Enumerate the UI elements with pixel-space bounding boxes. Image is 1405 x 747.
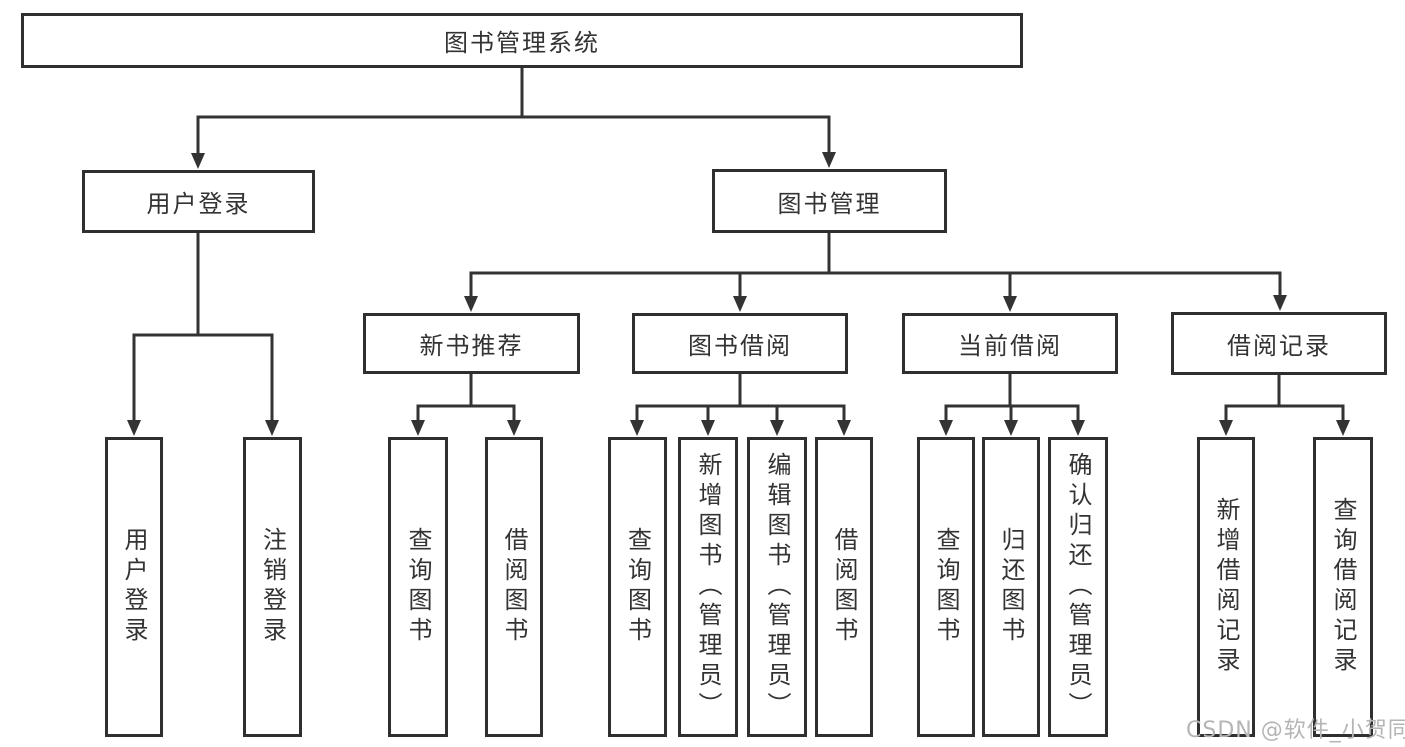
node-label: 借阅图书: [830, 527, 858, 647]
arrowhead-icon: [265, 420, 279, 436]
node-book-borrowing: 图书借阅: [632, 313, 848, 374]
node-label: 图书借阅: [688, 332, 792, 360]
node-user-login: 用户登录: [82, 170, 315, 233]
node-label: 借阅图书: [500, 527, 528, 647]
node-new-book-recommendation: 新书推荐: [363, 313, 580, 374]
node-label: 确认归还（管理员）: [1064, 452, 1092, 722]
node-label: 图书管理系统: [444, 29, 600, 57]
node-label: 归还图书: [997, 527, 1025, 647]
node-query-borrowing-record: 查询借阅记录: [1313, 437, 1373, 737]
arrowhead-icon: [191, 153, 205, 169]
node-borrow-books-borrowing: 借阅图书: [815, 437, 873, 737]
node-query-books-current: 查询图书: [917, 437, 975, 737]
arrowhead-icon: [630, 420, 644, 436]
node-label: 新增图书（管理员）: [694, 452, 722, 722]
node-add-books-admin: 新增图书（管理员）: [678, 437, 738, 737]
node-book-management: 图书管理: [712, 169, 947, 233]
node-label: 借阅记录: [1227, 332, 1331, 360]
node-logout-action: 注销登录: [243, 437, 302, 737]
arrowhead-icon: [701, 420, 715, 436]
arrowhead-icon: [770, 420, 784, 436]
arrowhead-icon: [507, 420, 521, 436]
arrowhead-icon: [939, 420, 953, 436]
node-edit-books-admin: 编辑图书（管理员）: [747, 437, 807, 737]
arrowhead-icon: [1003, 296, 1017, 312]
node-label: 当前借阅: [958, 332, 1062, 360]
node-query-books-borrowing: 查询图书: [608, 437, 667, 737]
node-label: 新书推荐: [419, 332, 524, 360]
arrowhead-icon: [127, 420, 141, 436]
node-user-login-action: 用户登录: [105, 437, 163, 737]
arrowhead-icon: [464, 296, 478, 312]
arrowhead-icon: [1273, 295, 1287, 311]
arrowhead-icon: [837, 420, 851, 436]
node-add-borrowing-record: 新增借阅记录: [1197, 437, 1255, 737]
arrowhead-icon: [1071, 420, 1085, 436]
node-label: 注销登录: [258, 527, 287, 647]
node-return-books: 归还图书: [982, 437, 1040, 737]
node-label: 图书管理: [777, 189, 882, 218]
node-borrowing-records: 借阅记录: [1171, 312, 1387, 375]
arrowhead-icon: [1004, 420, 1018, 436]
node-label: 查询图书: [623, 527, 652, 647]
node-label: 编辑图书（管理员）: [763, 452, 791, 722]
node-root: 图书管理系统: [21, 13, 1023, 68]
node-label: 查询图书: [932, 527, 960, 647]
node-label: 新增借阅记录: [1212, 497, 1240, 677]
arrowhead-icon: [822, 152, 836, 168]
node-confirm-return-admin: 确认归还（管理员）: [1048, 437, 1108, 737]
arrowhead-icon: [411, 420, 425, 436]
node-current-borrowing: 当前借阅: [902, 313, 1118, 374]
arrowhead-icon: [733, 296, 747, 312]
arrowhead-icon: [1219, 420, 1233, 436]
node-borrow-books-recommend: 借阅图书: [485, 437, 543, 737]
arrowhead-icon: [1336, 420, 1350, 436]
node-label: 用户登录: [120, 527, 148, 647]
node-label: 用户登录: [146, 190, 251, 218]
node-query-books-recommend: 查询图书: [388, 437, 448, 737]
node-label: 查询图书: [404, 527, 432, 647]
node-label: 查询借阅记录: [1329, 497, 1357, 677]
